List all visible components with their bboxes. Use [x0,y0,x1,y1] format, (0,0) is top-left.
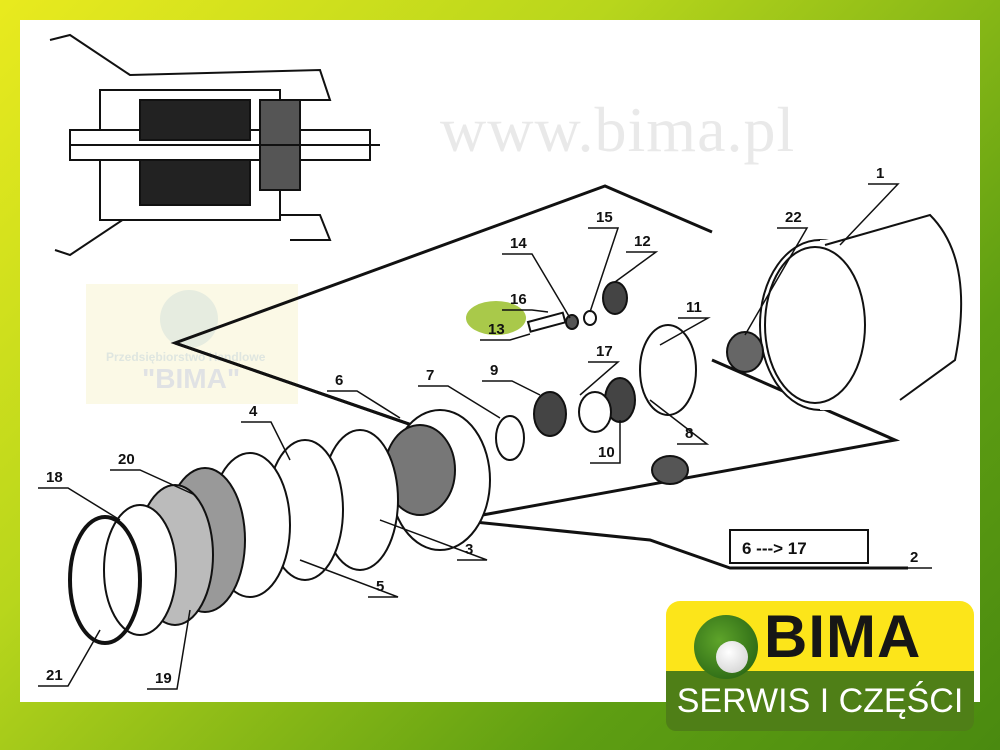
callout-label-5: 5 [376,578,384,595]
callout-label-10: 10 [598,444,615,461]
callout-label-18: 18 [46,469,63,486]
callout-label-15: 15 [596,209,613,226]
logo-ball-highlight-icon [716,641,748,673]
cross-section-drawing [49,33,380,257]
callout-label-2: 2 [910,549,918,566]
parts [68,213,963,645]
callout-leader-line [418,385,501,419]
callout-label-17: 17 [596,343,613,360]
callout-leader-line [579,361,621,396]
callout-leader-line [482,380,541,396]
callout-leader-line [480,333,531,341]
callout-leader-line [839,183,900,246]
callout-label-1: 1 [876,165,884,182]
callout-leader-line [299,559,399,598]
logo-name: BIMA [764,603,922,670]
callout-leader-line [147,609,191,690]
callout-leader-line [241,421,291,461]
callout-label-3: 3 [465,541,473,558]
callout-label-22: 22 [785,209,802,226]
callout-label-12: 12 [634,233,651,250]
callout-leader-line [110,469,196,496]
callout-label-21: 21 [46,667,63,684]
callout-leader-line [744,227,809,336]
bima-logo: BIMA SERWIS I CZĘŚCI [666,601,974,731]
callout-label-4: 4 [249,403,258,420]
callout-leader-line [379,519,488,561]
callout-leader-line [38,629,101,687]
callout-label-14: 14 [510,235,527,252]
callout-label-19: 19 [155,670,172,687]
range-box [729,529,869,564]
watermark-company-name: "BIMA" [142,363,241,394]
callout-label-7: 7 [426,367,434,384]
callout-label-8: 8 [685,425,693,442]
watermark-url: www.bima.pl [440,94,796,165]
callout-leader-line [659,317,711,346]
callout-label-16: 16 [510,291,527,308]
callout-leader-line [614,251,659,283]
callout-label-9: 9 [490,362,498,379]
logo-tagline: SERWIS I CZĘŚCI [676,682,964,720]
callout-label-20: 20 [118,451,135,468]
logo-bottom-band [666,671,974,731]
callout-label-6: 6 [335,372,343,389]
callout-leader-line [502,253,571,319]
callout-leader-line [590,420,621,464]
callout-leader-line [588,227,620,313]
callout-label-11: 11 [686,299,702,316]
callout-leader-line [502,309,549,313]
callout-label-13: 13 [488,321,505,338]
callout-leader-line [327,390,401,419]
range-box-text: 6 ---> 17 [742,539,807,558]
callout-leader-line [649,399,710,445]
callout-leader-line [38,487,121,521]
